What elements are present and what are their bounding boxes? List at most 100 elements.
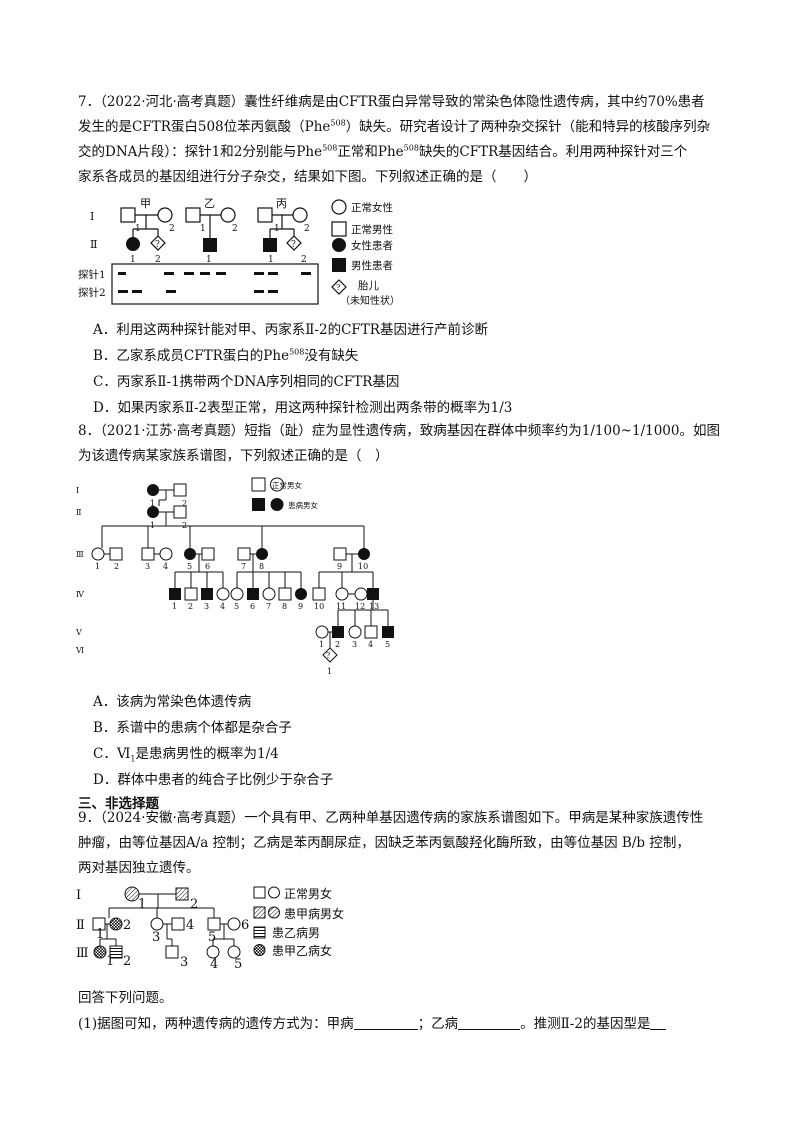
q7-line-1: 7．（2022·河北·高考真题）囊性纤维病是由CFTR蛋白异常导致的常染色体隐性… bbox=[78, 94, 705, 110]
svg-text:2: 2 bbox=[123, 954, 131, 969]
svg-text:1: 1 bbox=[106, 954, 114, 969]
svg-text:1: 1 bbox=[96, 927, 104, 942]
q7-line-3: 交的DNA片段）：探针1和2分别能与Phe508正常和Phe508缺失的CFTR… bbox=[78, 143, 688, 160]
q9-gen-I: Ⅰ bbox=[76, 888, 81, 903]
svg-text:5: 5 bbox=[208, 930, 216, 945]
q9-answer-blank-3[interactable] bbox=[650, 1015, 667, 1030]
q9-answer-blank-1[interactable] bbox=[353, 1015, 418, 1030]
svg-text:5: 5 bbox=[187, 562, 192, 571]
svg-text:1: 1 bbox=[138, 897, 146, 912]
q7-family-bing: 丙 bbox=[276, 197, 287, 210]
svg-text:2: 2 bbox=[182, 499, 187, 508]
q7-option-a[interactable]: A．利用这两种探针能对甲、丙家系Ⅱ-2的CFTR基因进行产前诊断 bbox=[93, 322, 488, 338]
svg-text:10: 10 bbox=[358, 562, 368, 571]
q7-bing-I-2: 2 bbox=[304, 224, 310, 234]
q8-legend-affected: 患病男女 bbox=[288, 500, 318, 510]
q7-legend-fetus-mark: ? bbox=[336, 283, 340, 292]
svg-text:8: 8 bbox=[282, 602, 287, 611]
q9-line-3: 两对基因独立遗传。 bbox=[78, 860, 200, 876]
q7-family-yi: 乙 bbox=[204, 197, 215, 210]
q7-fetus-mark-bing: ? bbox=[291, 240, 296, 250]
svg-text:6: 6 bbox=[205, 562, 210, 571]
q9-legend-disease-a: 患甲病男女 bbox=[284, 906, 344, 921]
q8-option-a[interactable]: A．该病为常染色体遗传病 bbox=[93, 694, 252, 710]
svg-text:3: 3 bbox=[204, 602, 209, 611]
svg-text:11: 11 bbox=[336, 602, 346, 611]
q8-gen-II: Ⅱ bbox=[76, 508, 81, 517]
svg-text:1: 1 bbox=[150, 499, 155, 508]
q7-jia-I-2: 2 bbox=[169, 224, 175, 234]
svg-text:3: 3 bbox=[145, 562, 150, 571]
svg-text:3: 3 bbox=[180, 955, 188, 970]
q9-line-2: 肿瘤，由等位基因A/a 控制；乙病是苯丙酮尿症，因缺乏苯丙氨酸羟化酶所致，由等位… bbox=[78, 835, 690, 851]
q9-prompt: 回答下列问题。 bbox=[78, 990, 173, 1006]
svg-text:1: 1 bbox=[150, 521, 155, 530]
q9-legend-both-female: 患甲乙病女 bbox=[272, 943, 332, 958]
svg-text:2: 2 bbox=[123, 918, 131, 933]
svg-text:4: 4 bbox=[186, 918, 194, 933]
question-8-stem: 8．（2021·江苏·高考真题）短指（趾）症为显性遗传病，致病基因在群体中频率约… bbox=[78, 419, 723, 469]
svg-text:5: 5 bbox=[234, 602, 239, 611]
svg-text:4: 4 bbox=[220, 602, 225, 611]
svg-text:9: 9 bbox=[298, 602, 303, 611]
q7-gen-I: Ⅰ bbox=[90, 210, 94, 223]
q7-option-d[interactable]: D．如果丙家系Ⅱ-2表型正常，用这两种探针检测出两条带的概率为1/3 bbox=[93, 400, 513, 416]
q9-line-1: 9．（2024·安徽·高考真题）一个具有甲、乙两种单基因遗传病的家族系谱图如下。… bbox=[78, 810, 704, 826]
q7-legend-affected-male: 男性患者 bbox=[351, 259, 393, 272]
q7-legend-affected-female: 女性患者 bbox=[351, 239, 393, 252]
svg-text:2: 2 bbox=[182, 521, 187, 530]
svg-text:4: 4 bbox=[163, 562, 168, 571]
q8-gen-III: Ⅲ bbox=[76, 550, 84, 559]
q8-option-d[interactable]: D．群体中患者的纯合子比例少于杂合子 bbox=[93, 772, 334, 788]
svg-text:2: 2 bbox=[188, 602, 193, 611]
q7-jia-II-1: 1 bbox=[130, 255, 136, 265]
svg-text:4: 4 bbox=[210, 957, 218, 972]
q7-legend-normal-female: 正常女性 bbox=[351, 201, 393, 214]
q7-probe-1-label: 探针1 bbox=[78, 268, 106, 281]
q8-legend-normal: 正常男女 bbox=[272, 480, 302, 490]
q8-option-c[interactable]: C．Ⅵ1是患病男性的概率为1/4 bbox=[93, 746, 279, 764]
q9-gen-II: Ⅱ bbox=[76, 918, 85, 933]
q7-family-jia: 甲 bbox=[140, 197, 151, 210]
svg-text:1: 1 bbox=[172, 602, 177, 611]
q7-bing-II-2: 2 bbox=[301, 255, 307, 265]
q8-gen-V: Ⅴ bbox=[75, 628, 82, 637]
q7-line-4: 家系各成员的基因组进行分子杂交，结果如下图。下列叙述正确的是（ ） bbox=[78, 169, 537, 185]
q9-subquestion-1: (1)据图可知，两种遗传病的遗传方式为：甲病；乙病。推测Ⅱ-2的基因型是 bbox=[78, 1012, 667, 1032]
q7-line-2: 发生的是CFTR蛋白508位苯丙氨酸（Phe508）缺失。研究者设计了两种杂交探… bbox=[78, 118, 711, 135]
svg-text:10: 10 bbox=[314, 602, 324, 611]
q7-fetus-mark-jia: ? bbox=[155, 240, 160, 250]
svg-text:1: 1 bbox=[327, 667, 332, 676]
q7-option-b[interactable]: B．乙家系成员CFTR蛋白的Phe508没有缺失 bbox=[93, 347, 359, 364]
q8-option-b[interactable]: B．系谱中的患病个体都是杂合子 bbox=[93, 720, 292, 736]
q7-yi-I-2: 2 bbox=[232, 224, 238, 234]
q9-answer-blank-2[interactable] bbox=[458, 1015, 521, 1030]
q7-jia-II-2: 2 bbox=[155, 255, 161, 265]
q7-probe-2-label: 探针2 bbox=[78, 286, 106, 299]
svg-text:4: 4 bbox=[368, 640, 373, 649]
q7-yi-I-1: 1 bbox=[200, 224, 206, 234]
q8-gen-VI: Ⅵ bbox=[75, 646, 84, 655]
svg-text:13: 13 bbox=[369, 602, 379, 611]
q7-legend-fetus-note: （未知性状） bbox=[340, 294, 400, 306]
svg-text:1: 1 bbox=[95, 562, 100, 571]
svg-text:6: 6 bbox=[250, 602, 255, 611]
q9-legend-normal: 正常男女 bbox=[284, 886, 332, 901]
q7-jia-I-1: 1 bbox=[135, 224, 141, 234]
svg-text:1: 1 bbox=[319, 640, 324, 649]
q7-legend-fetus: 胎儿 bbox=[358, 279, 379, 292]
svg-text:2: 2 bbox=[335, 640, 340, 649]
svg-text:12: 12 bbox=[355, 602, 365, 611]
section-heading: 三、非选择题 bbox=[78, 796, 159, 812]
svg-text:6: 6 bbox=[241, 918, 249, 933]
q7-yi-II-1: 1 bbox=[206, 255, 212, 265]
q7-option-c[interactable]: C．丙家系Ⅱ-1携带两个DNA序列相同的CFTR基因 bbox=[93, 374, 400, 390]
svg-text:5: 5 bbox=[234, 957, 242, 972]
svg-text:7: 7 bbox=[266, 602, 271, 611]
q8-line-1: 8．（2021·江苏·高考真题）短指（趾）症为显性遗传病，致病基因在群体中频率约… bbox=[78, 423, 720, 439]
q7-legend-normal-male: 正常男性 bbox=[351, 223, 393, 236]
svg-text:5: 5 bbox=[385, 640, 390, 649]
q9-gen-III: Ⅲ bbox=[76, 946, 89, 961]
